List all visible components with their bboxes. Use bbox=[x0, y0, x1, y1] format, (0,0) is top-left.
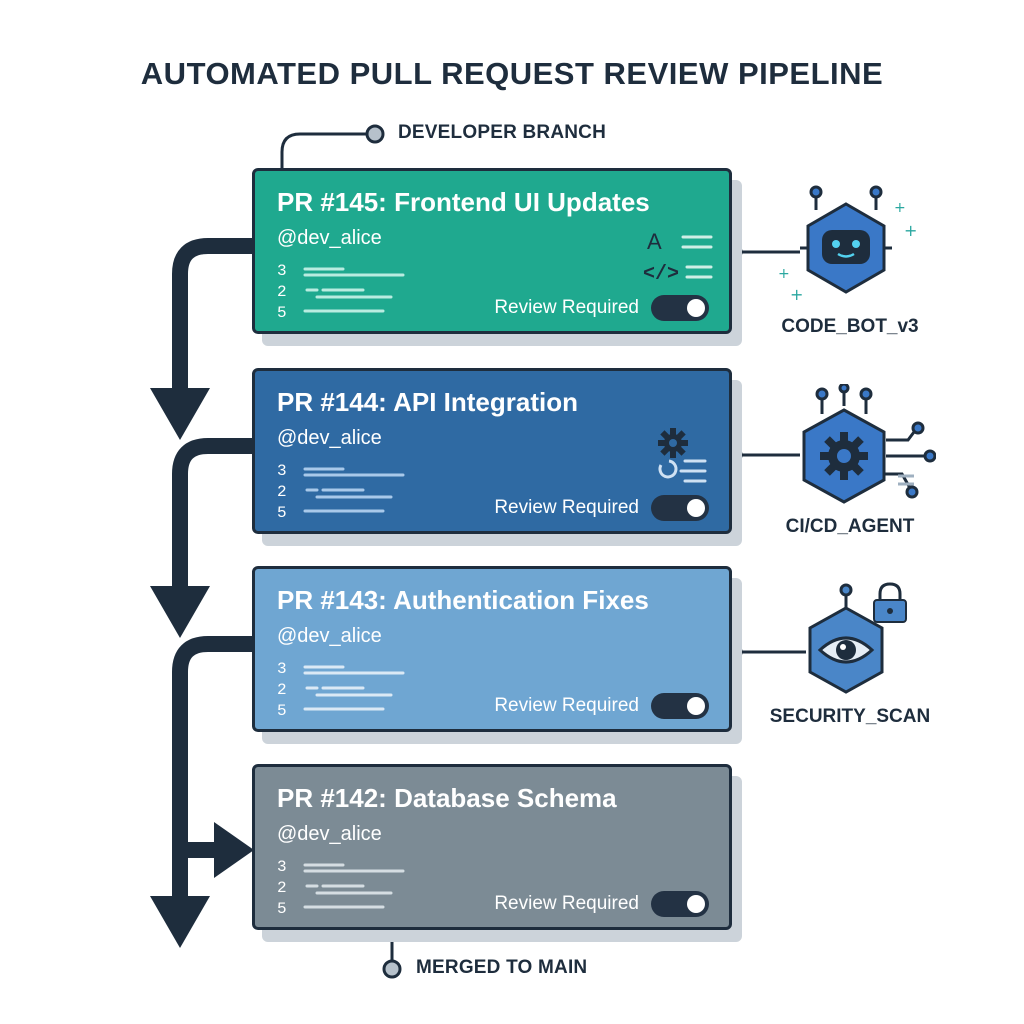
start-connector bbox=[280, 132, 366, 168]
svg-text:+: + bbox=[778, 266, 790, 282]
diff-line-counts: 3 2 5 bbox=[277, 461, 297, 524]
toggle-knob bbox=[687, 299, 705, 317]
flow-arrow-1 bbox=[172, 238, 252, 392]
arrowhead-2 bbox=[150, 586, 210, 638]
flow-arrow-3 bbox=[172, 636, 252, 900]
page-title: AUTOMATED PULL REQUEST REVIEW PIPELINE bbox=[140, 56, 884, 91]
line-count: 2 bbox=[277, 283, 287, 301]
line-count: 2 bbox=[277, 483, 287, 501]
pr-title: PR #142: Database Schema bbox=[277, 783, 617, 813]
robot-icon: + + + + bbox=[778, 185, 917, 304]
svg-text:+: + bbox=[894, 200, 906, 216]
agent-label-cicd: CI/CD_AGENT bbox=[785, 516, 915, 537]
line-count: 3 bbox=[277, 858, 287, 876]
review-toggle[interactable] bbox=[651, 295, 709, 321]
start-node bbox=[365, 124, 385, 144]
line-count: 3 bbox=[277, 262, 287, 280]
pr-title: PR #145: Frontend UI Updates bbox=[277, 187, 650, 217]
diff-lines-icon bbox=[303, 467, 405, 513]
line-count: 5 bbox=[277, 504, 287, 522]
arrowhead-3 bbox=[150, 896, 210, 948]
svg-text:A: A bbox=[647, 229, 662, 254]
toggle-knob bbox=[687, 499, 705, 517]
end-label: MERGED TO MAIN bbox=[416, 957, 588, 978]
flow-arrow-2 bbox=[172, 438, 252, 590]
pr-title: PR #143: Authentication Fixes bbox=[277, 585, 649, 615]
diff-lines-icon bbox=[303, 863, 405, 909]
diff-line-counts: 3 2 5 bbox=[277, 857, 297, 920]
gear-icon bbox=[658, 428, 707, 483]
pr-author: @dev_alice bbox=[277, 427, 382, 449]
toggle-knob bbox=[687, 895, 705, 913]
arrowhead-4 bbox=[214, 822, 254, 878]
review-toggle[interactable] bbox=[651, 891, 709, 917]
review-status: Review Required bbox=[494, 695, 639, 716]
svg-text:+: + bbox=[790, 285, 803, 304]
review-status: Review Required bbox=[494, 497, 639, 518]
line-count: 5 bbox=[277, 304, 287, 322]
toggle-knob bbox=[687, 697, 705, 715]
review-toggle[interactable] bbox=[651, 693, 709, 719]
end-node bbox=[382, 959, 402, 979]
pr-author: @dev_alice bbox=[277, 823, 382, 845]
diff-line-counts: 3 2 5 bbox=[277, 261, 297, 324]
diff-line-counts: 3 2 5 bbox=[277, 659, 297, 722]
diff-lines-icon bbox=[303, 267, 405, 313]
pr-card-145[interactable]: PR #145: Frontend UI Updates @dev_alice … bbox=[252, 168, 732, 334]
line-count: 2 bbox=[277, 879, 287, 897]
review-status: Review Required bbox=[494, 297, 639, 318]
agent-label-security: SECURITY_SCAN bbox=[769, 706, 931, 727]
line-count: 2 bbox=[277, 681, 287, 699]
eye-lock-icon bbox=[808, 582, 907, 694]
pr-card-142[interactable]: PR #142: Database Schema @dev_alice 3 2 … bbox=[252, 764, 732, 930]
line-count: 5 bbox=[277, 702, 287, 720]
pr-card-143[interactable]: PR #143: Authentication Fixes @dev_alice… bbox=[252, 566, 732, 732]
diff-lines-icon bbox=[303, 665, 405, 711]
review-status: Review Required bbox=[494, 893, 639, 914]
gear-circuit-icon bbox=[802, 384, 936, 504]
start-label: DEVELOPER BRANCH bbox=[398, 122, 606, 143]
review-toggle[interactable] bbox=[651, 495, 709, 521]
svg-text:+: + bbox=[904, 221, 917, 240]
svg-text:</>: </> bbox=[643, 263, 679, 285]
line-count: 3 bbox=[277, 660, 287, 678]
line-count: 3 bbox=[277, 462, 287, 480]
pr-author: @dev_alice bbox=[277, 227, 382, 249]
pr-card-144[interactable]: PR #144: API Integration @dev_alice 3 2 … bbox=[252, 368, 732, 534]
pr-title: PR #144: API Integration bbox=[277, 387, 578, 417]
code-format-icon: A </> bbox=[643, 229, 713, 285]
pr-author: @dev_alice bbox=[277, 625, 382, 647]
line-count: 5 bbox=[277, 900, 287, 918]
agent-label-code-bot: CODE_BOT_v3 bbox=[781, 316, 919, 337]
arrowhead-1 bbox=[150, 388, 210, 440]
